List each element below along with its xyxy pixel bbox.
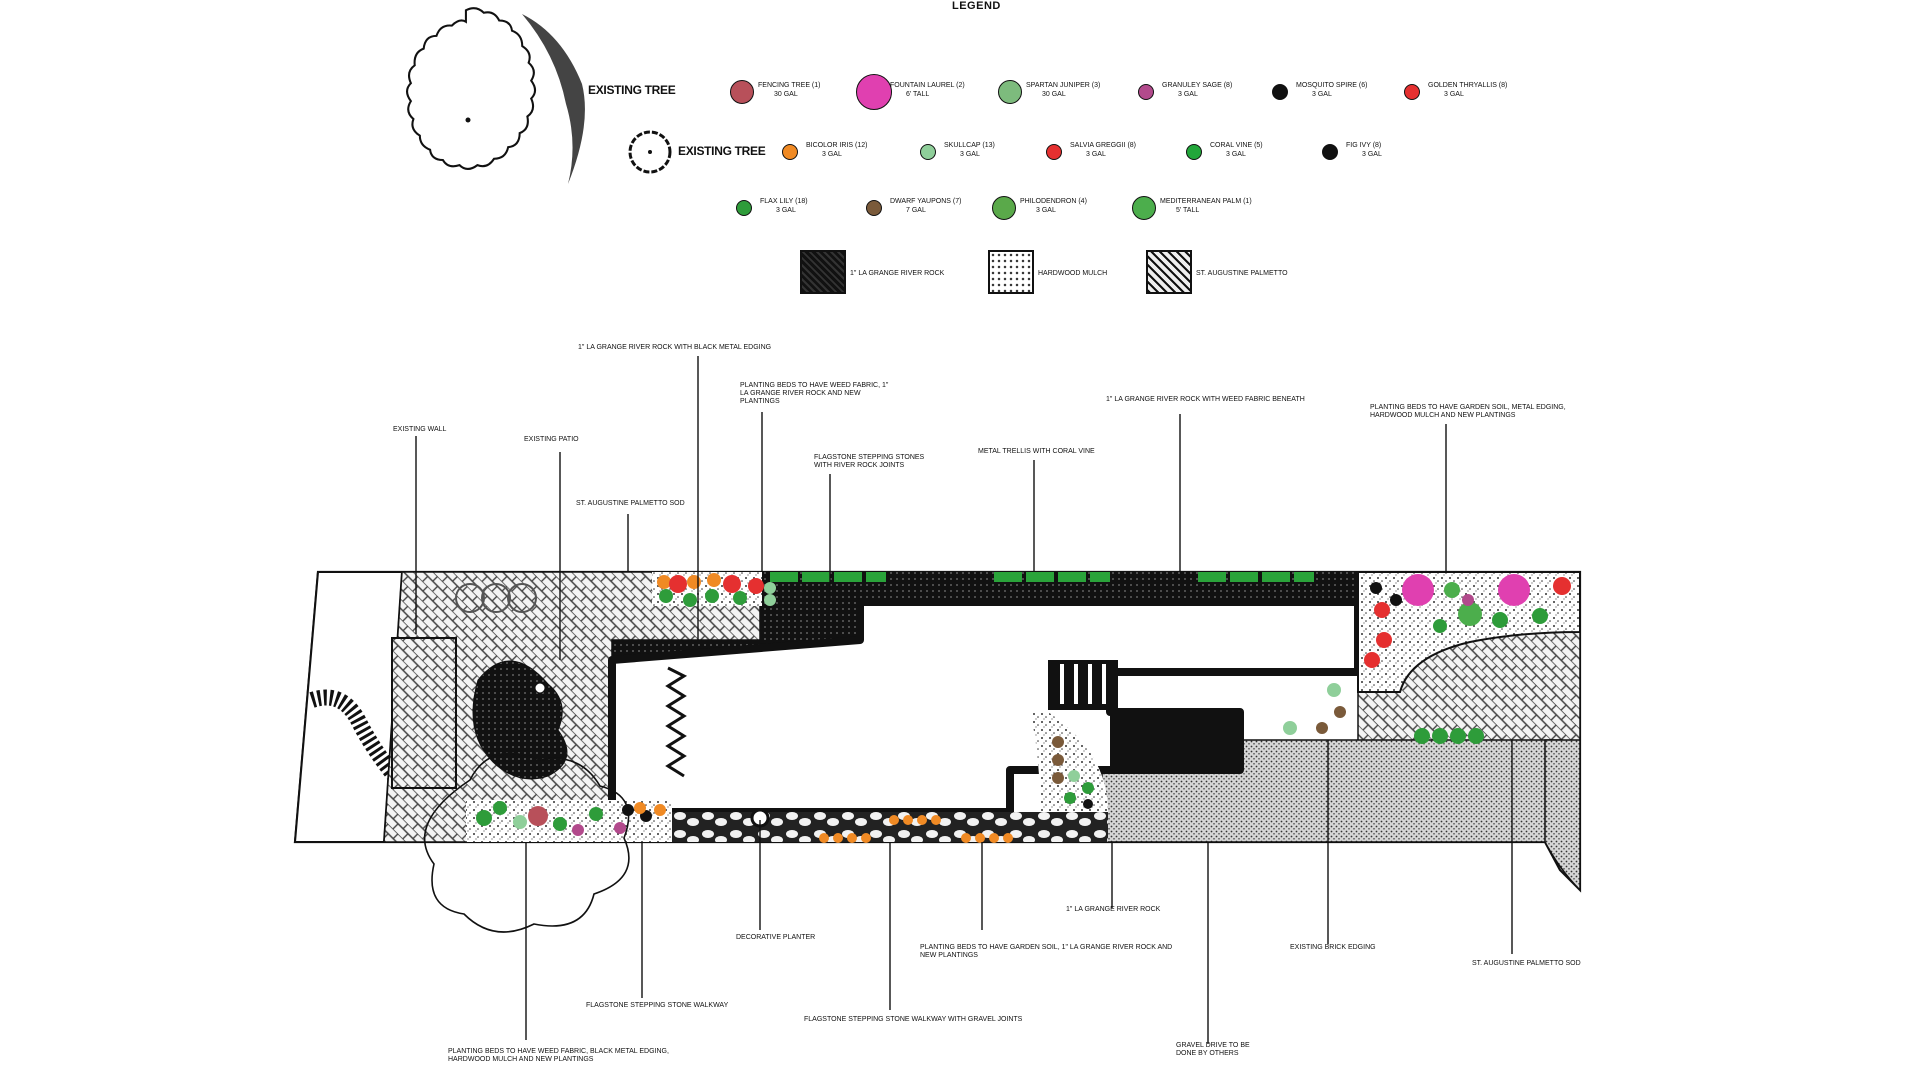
- callout-decorative-planter: DECORATIVE PLANTER: [736, 934, 816, 941]
- legend-plant-size: 3 GAL: [1178, 91, 1198, 98]
- black-dot-icon: [1272, 84, 1288, 100]
- callout-flagstone-gravel: FLAGSTONE STEPPING STONE WALKWAY WITH GR…: [804, 1016, 1023, 1023]
- legend-plant-size: 6' TALL: [906, 91, 930, 98]
- legend-plant-size: 30 GAL: [774, 91, 798, 98]
- existing-tree-large-icon: [406, 7, 585, 184]
- orange-dot-icon: [782, 144, 798, 160]
- palm-icon: [1132, 196, 1156, 220]
- callout-existing-brick: EXISTING BRICK EDGING: [1290, 944, 1376, 951]
- coral-vine-trellis: [770, 572, 1314, 582]
- gravel-drive-curve: [1544, 739, 1581, 892]
- legend-plant-size: 3 GAL: [1086, 151, 1106, 158]
- legend-plant-size: 3 GAL: [1444, 91, 1464, 98]
- legend-plant-size: 7 GAL: [906, 207, 926, 214]
- callout-st-augustine-right: ST. AUGUSTINE PALMETTO SOD: [1472, 960, 1581, 967]
- existing-patio: [391, 637, 568, 789]
- brown-dot-icon: [866, 200, 882, 216]
- legend-material-label: HARDWOOD MULCH: [1038, 270, 1108, 277]
- legend-plant-size: 3 GAL: [1036, 207, 1056, 214]
- callout-metal-trellis: METAL TRELLIS WITH CORAL VINE: [978, 448, 1095, 455]
- legend-plant-label: FLAX LILY (18): [760, 198, 808, 205]
- legend-plant-label: FOUNTAIN LAUREL (2): [890, 82, 965, 89]
- legend-material-label: 1" LA GRANGE RIVER ROCK: [850, 270, 945, 277]
- philodendron-icon: [992, 196, 1016, 220]
- legend-plant-label: BICOLOR IRIS (12): [806, 142, 868, 149]
- existing-tree-small-icon: [628, 130, 672, 174]
- legend-plant-label: GOLDEN THRYALLIS (8): [1428, 82, 1508, 89]
- plants-bottom-left: [476, 801, 666, 836]
- legend-plant-label: PHILODENDRON (4): [1020, 198, 1087, 205]
- vine-icon: [1186, 144, 1202, 160]
- legend-plant-label: SPARTAN JUNIPER (3): [1026, 82, 1101, 89]
- flower-pink-icon: [856, 74, 892, 110]
- callout-existing-wall: EXISTING WALL: [393, 426, 447, 433]
- tree-hatched-icon: [730, 80, 754, 104]
- juniper-icon: [998, 80, 1022, 104]
- stair-treads: [1060, 664, 1106, 704]
- sod-swatch-icon: [1146, 250, 1192, 294]
- sage-star-icon: [1138, 84, 1154, 100]
- legend-material-label: ST. AUGUSTINE PALMETTO: [1196, 270, 1288, 277]
- callout-flagstone-stepping: FLAGSTONE STEPPING STONES WITH RIVER ROC…: [814, 454, 925, 469]
- callout-la-grange-rock: 1" LA GRANGE RIVER ROCK: [1066, 906, 1161, 913]
- red-flower-icon: [1404, 84, 1420, 100]
- callout-leaders: [415, 356, 1513, 1044]
- legend-title: LEGEND: [952, 0, 1001, 12]
- legend-plant-label: MOSQUITO SPIRE (6): [1296, 82, 1368, 89]
- existing-tree-canopy-outline: [423, 752, 630, 933]
- callout-st-augustine-top: ST. AUGUSTINE PALMETTO SOD: [576, 500, 685, 507]
- legend-plant-size: 3 GAL: [960, 151, 980, 158]
- legend-plant-size: 30 GAL: [1042, 91, 1066, 98]
- legend-plant-label: SKULLCAP (13): [944, 142, 995, 149]
- deck-stairs: [1048, 660, 1118, 710]
- legend-plant-label: MEDITERRANEAN PALM (1): [1160, 198, 1252, 205]
- house-bay-zigzag: [665, 666, 688, 778]
- existing-tree-canopy-top: [455, 583, 537, 613]
- callout-beds-garden-soil-rock: PLANTING BEDS TO HAVE GARDEN SOIL, 1" LA…: [920, 944, 1173, 959]
- river-rock-bed-left: [612, 602, 860, 660]
- plants-near-stair: [1052, 683, 1484, 809]
- legend-plant-size: 3 GAL: [1362, 151, 1382, 158]
- legend-plant-label: DWARF YAUPONS (7): [890, 198, 962, 205]
- existing-tree-large-label: EXISTING TREE: [588, 83, 676, 97]
- red-ring-icon: [1046, 144, 1062, 160]
- legend-plant-size: 3 GAL: [1312, 91, 1332, 98]
- mulch-swatch-icon: [988, 250, 1034, 294]
- legend-plant-size: 5' TALL: [1176, 207, 1200, 214]
- callout-river-rock-edging: 1" LA GRANGE RIVER ROCK WITH BLACK METAL…: [578, 344, 772, 351]
- callout-beds-garden-soil: PLANTING BEDS TO HAVE GARDEN SOIL, METAL…: [1370, 404, 1566, 419]
- legend-plant-size: 3 GAL: [1226, 151, 1246, 158]
- legend-plant-label: SALVIA GREGGII (8): [1070, 142, 1137, 149]
- plants-right-bed: [1364, 574, 1571, 668]
- callout-beds-bottom-left: PLANTING BEDS TO HAVE WEED FABRIC, BLACK…: [448, 1048, 669, 1063]
- legend-plant-label: GRANULEY SAGE (8): [1162, 82, 1233, 89]
- existing-tree-small-label: EXISTING TREE: [678, 144, 766, 158]
- river-rock-swatch-icon: [800, 250, 846, 294]
- rear-deck: [1110, 712, 1238, 772]
- flagstone-walkway: [612, 812, 1108, 842]
- legend-plant-label: CORAL VINE (5): [1210, 142, 1263, 149]
- callout-beds-weed-fabric: PLANTING BEDS TO HAVE WEED FABRIC, 1" LA…: [740, 382, 889, 405]
- callout-existing-patio: EXISTING PATIO: [524, 436, 579, 443]
- callout-gravel-drive: GRAVEL DRIVE TO BE DONE BY OTHERS: [1176, 1042, 1250, 1057]
- fig-ivy-icon: [1322, 144, 1338, 160]
- plants-walkway-orange: [819, 815, 1013, 843]
- legend-plant-size: 3 GAL: [776, 207, 796, 214]
- callout-river-rock-fabric: 1" LA GRANGE RIVER ROCK WITH WEED FABRIC…: [1106, 396, 1305, 403]
- legend-plant-label: FIG IVY (8): [1346, 142, 1382, 149]
- light-green-dot-icon: [920, 144, 936, 160]
- legend-plant-size: 3 GAL: [822, 151, 842, 158]
- legend-plant-label: FENCING TREE (1): [758, 82, 821, 89]
- callout-flagstone-walkway: FLAGSTONE STEPPING STONE WALKWAY: [586, 1002, 729, 1009]
- plants-top-left: [657, 573, 776, 607]
- green-dot-icon: [736, 200, 752, 216]
